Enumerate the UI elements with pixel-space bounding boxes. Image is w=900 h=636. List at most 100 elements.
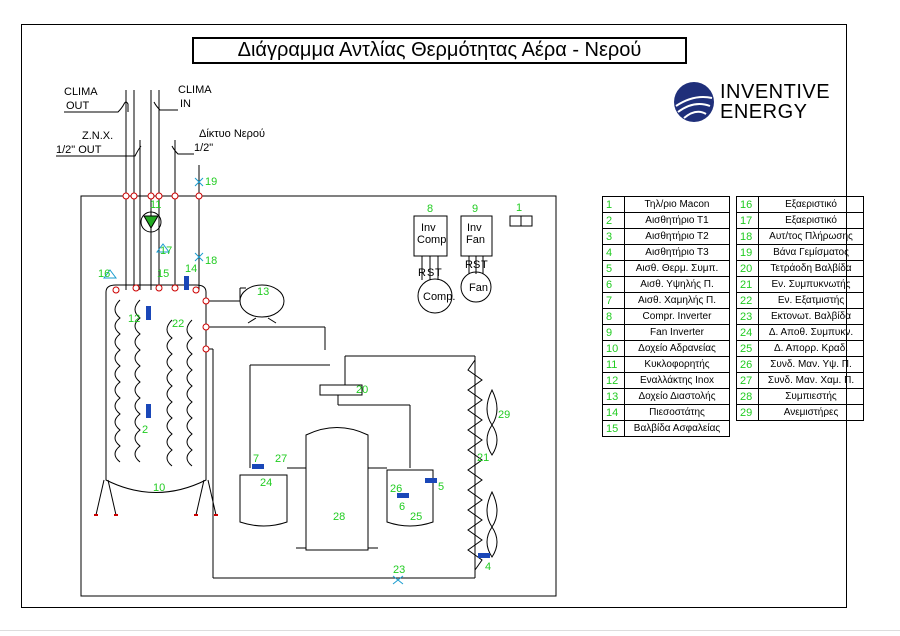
legend-number: 25: [736, 340, 759, 357]
legend-number: 19: [736, 244, 759, 261]
fan-motor-label: Fan: [469, 282, 488, 294]
fan-s: S: [473, 259, 480, 271]
legend-label: Εκτονωτ. Βαλβίδα: [758, 308, 864, 325]
number-29: 29: [498, 409, 510, 421]
number-2: 2: [142, 424, 148, 436]
legend-number: 6: [602, 276, 625, 293]
legend-label: Compr. Inverter: [624, 308, 730, 325]
legend-number: 27: [736, 372, 759, 389]
legend-gap: [730, 341, 737, 357]
number-11: 11: [150, 199, 161, 211]
legend-label: Τηλ/ριο Macon: [624, 196, 730, 213]
legend-gap: [730, 421, 737, 437]
number-22: 22: [172, 318, 184, 330]
legend-number: 1: [602, 196, 625, 213]
number-10: 10: [153, 482, 165, 494]
legend-label: Τετράοδη Βαλβίδα: [758, 260, 864, 277]
legend-gap: [730, 373, 737, 389]
comp-s: S: [427, 267, 434, 279]
legend-label: Αισθητήριο Τ3: [624, 244, 730, 261]
diagram-title: Διάγραμμα Αντλίας Θερμότητας Αέρα - Νερο…: [192, 37, 687, 64]
legend-label: Βάνα Γεμίσματος: [758, 244, 864, 261]
number-25: 25: [410, 511, 422, 523]
legend-gap: [730, 213, 737, 229]
legend-gap: [730, 293, 737, 309]
legend-number: 26: [736, 356, 759, 373]
number-27: 27: [275, 453, 287, 465]
legend-gap: [730, 277, 737, 293]
comp-t: T: [435, 267, 442, 279]
brand-logo: INVENTIVE ENERGY: [672, 80, 832, 126]
number-17: 17: [160, 245, 172, 257]
legend-number: 29: [736, 404, 759, 421]
number-23: 23: [393, 564, 405, 576]
legend-number: 28: [736, 388, 759, 405]
legend-number: 15: [602, 420, 625, 437]
legend-number: 11: [602, 356, 625, 373]
legend-number: 20: [736, 260, 759, 277]
legend-label: Αισθ. Χαμηλής Π.: [624, 292, 730, 309]
number-21: 21: [477, 452, 489, 464]
znx-label-2: 1/2" OUT: [56, 144, 102, 156]
legend-number: 23: [736, 308, 759, 325]
legend-number: 10: [602, 340, 625, 357]
legend-number: 22: [736, 292, 759, 309]
number-19: 19: [205, 176, 217, 188]
legend-label: Αισθητήριο Τ1: [624, 212, 730, 229]
legend-number: 3: [602, 228, 625, 245]
number-1: 1: [516, 202, 522, 214]
znx-label-1: Z.N.X.: [82, 130, 113, 142]
legend-label: Δ. Απορρ. Κραδ.: [758, 340, 864, 357]
inv-comp-label-2: Comp: [417, 234, 446, 246]
legend-label: Δ. Αποθ. Συμπυκν.: [758, 324, 864, 341]
number-16: 16: [98, 268, 110, 280]
legend-label: Εν. Συμπυκνωτής: [758, 276, 864, 293]
number-7: 7: [253, 453, 259, 465]
fan-r: R: [465, 259, 473, 271]
legend-label: Εξαεριστικό: [758, 212, 864, 229]
legend-label: Fan Inverter: [624, 324, 730, 341]
legend-number: 21: [736, 276, 759, 293]
legend-label: Αισθ. Υψηλής Π.: [624, 276, 730, 293]
legend-label: Κυκλοφορητής: [624, 356, 730, 373]
number-6: 6: [399, 501, 405, 513]
legend-number: 17: [736, 212, 759, 229]
number-26: 26: [390, 483, 402, 495]
legend-number: 2: [602, 212, 625, 229]
number-5: 5: [438, 481, 444, 493]
legend-gap: [730, 197, 737, 213]
legend-label: Πιεσοστάτης: [624, 404, 730, 421]
legend-number: 24: [736, 324, 759, 341]
number-20: 20: [356, 384, 368, 396]
number-13: 13: [257, 286, 269, 298]
legend-number: 12: [602, 372, 625, 389]
legend-label: Αισθητήριο Τ2: [624, 228, 730, 245]
legend-label: Δοχείο Αδρανείας: [624, 340, 730, 357]
legend-number: 5: [602, 260, 625, 277]
legend-gap: [730, 389, 737, 405]
legend-gap: [730, 309, 737, 325]
clima-out-label-2: OUT: [66, 100, 90, 112]
inv-comp-label-1: Inv: [421, 222, 436, 234]
water-network-label-1: Δίκτυο Νερού: [199, 128, 265, 140]
inv-fan-label-1: Inv: [467, 222, 482, 234]
clima-in-label-1: CLIMA: [178, 84, 212, 96]
legend-number: 18: [736, 228, 759, 245]
legend-label: Αισθ. Θερμ. Συμπ.: [624, 260, 730, 277]
number-4: 4: [485, 561, 491, 573]
legend-number: 16: [736, 196, 759, 213]
